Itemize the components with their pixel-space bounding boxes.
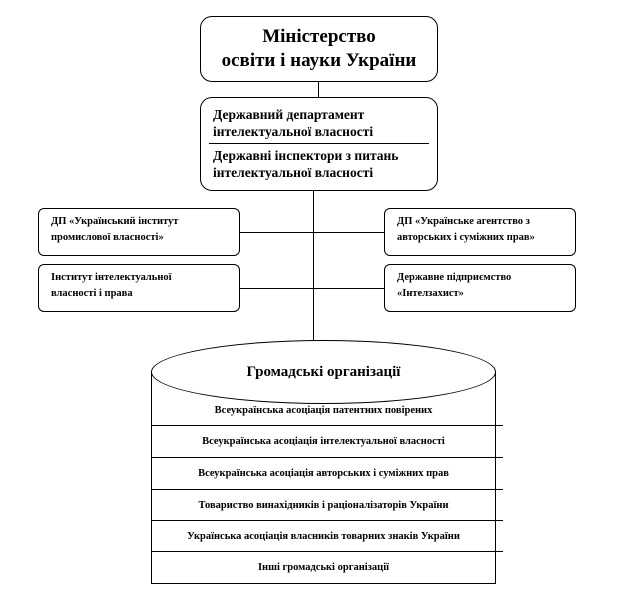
public-org-item: Всеукраїнська асоціація авторських і сум… bbox=[151, 458, 496, 489]
subordinate-line1: Державне підприємство bbox=[397, 272, 512, 283]
ministry-box: Міністерство освіти і науки України bbox=[200, 16, 438, 82]
subordinate-box-ip-law-institute: Інститут інтелектуальної власності і пра… bbox=[38, 264, 240, 312]
public-org-separator bbox=[151, 551, 503, 552]
subordinate-box-intelzakhyst: Державне підприємство «Інтелзахист» bbox=[384, 264, 576, 312]
subordinate-box-copyright-agency: ДП «Українське агентство з авторських і … bbox=[384, 208, 576, 256]
public-orgs-title: Громадські організації bbox=[246, 363, 401, 380]
public-org-item: Інші громадські організації bbox=[151, 552, 496, 583]
department-inspectors-line2: інтелектуальної власності bbox=[213, 165, 374, 180]
department-inspectors: Державні інспектори з питань інтелектуал… bbox=[213, 147, 431, 181]
department-divider bbox=[209, 143, 429, 144]
department-title: Державний департамент інтелектуальної вл… bbox=[213, 106, 431, 140]
ministry-line1: Міністерство bbox=[262, 26, 376, 47]
department-title-line1: Державний департамент bbox=[213, 107, 365, 122]
subordinate-line2: промислової власності» bbox=[51, 232, 164, 243]
department-inspectors-line1: Державні інспектори з питань bbox=[213, 148, 399, 163]
subordinate-line2: авторських і суміжних прав» bbox=[397, 232, 535, 243]
subordinate-box-industrial-property-institute: ДП «Український інститут промислової вла… bbox=[38, 208, 240, 256]
public-org-item-label: Всеукраїнська асоціація авторських і сум… bbox=[198, 468, 449, 479]
public-orgs-cylinder-top: Громадські організації bbox=[151, 340, 496, 404]
public-org-item: Товариство винахідників і раціоналізатор… bbox=[151, 490, 496, 521]
subordinate-line2: власності і права bbox=[51, 288, 133, 299]
public-org-item: Всеукраїнська асоціація патентних повіре… bbox=[151, 395, 496, 426]
department-title-line2: інтелектуальної власності bbox=[213, 124, 374, 139]
public-org-separator bbox=[151, 425, 503, 426]
public-org-item-label: Товариство винахідників і раціоналізатор… bbox=[198, 500, 449, 511]
public-org-separator bbox=[151, 457, 503, 458]
public-org-separator bbox=[151, 489, 503, 490]
subordinate-line1: ДП «Український інститут bbox=[51, 216, 179, 227]
ministry-line2: освіти і науки України bbox=[221, 50, 417, 71]
public-org-item: Всеукраїнська асоціація інтелектуальної … bbox=[151, 426, 496, 457]
connector-row1-horizontal bbox=[240, 232, 384, 233]
public-org-item-label: Всеукраїнська асоціація патентних повіре… bbox=[214, 405, 433, 416]
public-org-item-label: Всеукраїнська асоціація інтелектуальної … bbox=[202, 436, 445, 447]
connector-ministry-department bbox=[318, 82, 319, 97]
public-org-item-label: Українська асоціація власників товарних … bbox=[187, 531, 460, 542]
public-org-item: Українська асоціація власників товарних … bbox=[151, 521, 496, 552]
subordinate-line1: ДП «Українське агентство з bbox=[397, 216, 530, 227]
public-org-separator bbox=[151, 520, 503, 521]
subordinate-line1: Інститут інтелектуальної bbox=[51, 272, 172, 283]
connector-row2-horizontal bbox=[240, 288, 384, 289]
public-org-item-label: Інші громадські організації bbox=[257, 562, 390, 573]
subordinate-line2: «Інтелзахист» bbox=[397, 288, 464, 299]
department-box: Державний департамент інтелектуальної вл… bbox=[200, 97, 438, 191]
public-orgs-cylinder-body bbox=[151, 372, 496, 584]
connector-main-vertical bbox=[313, 191, 314, 341]
